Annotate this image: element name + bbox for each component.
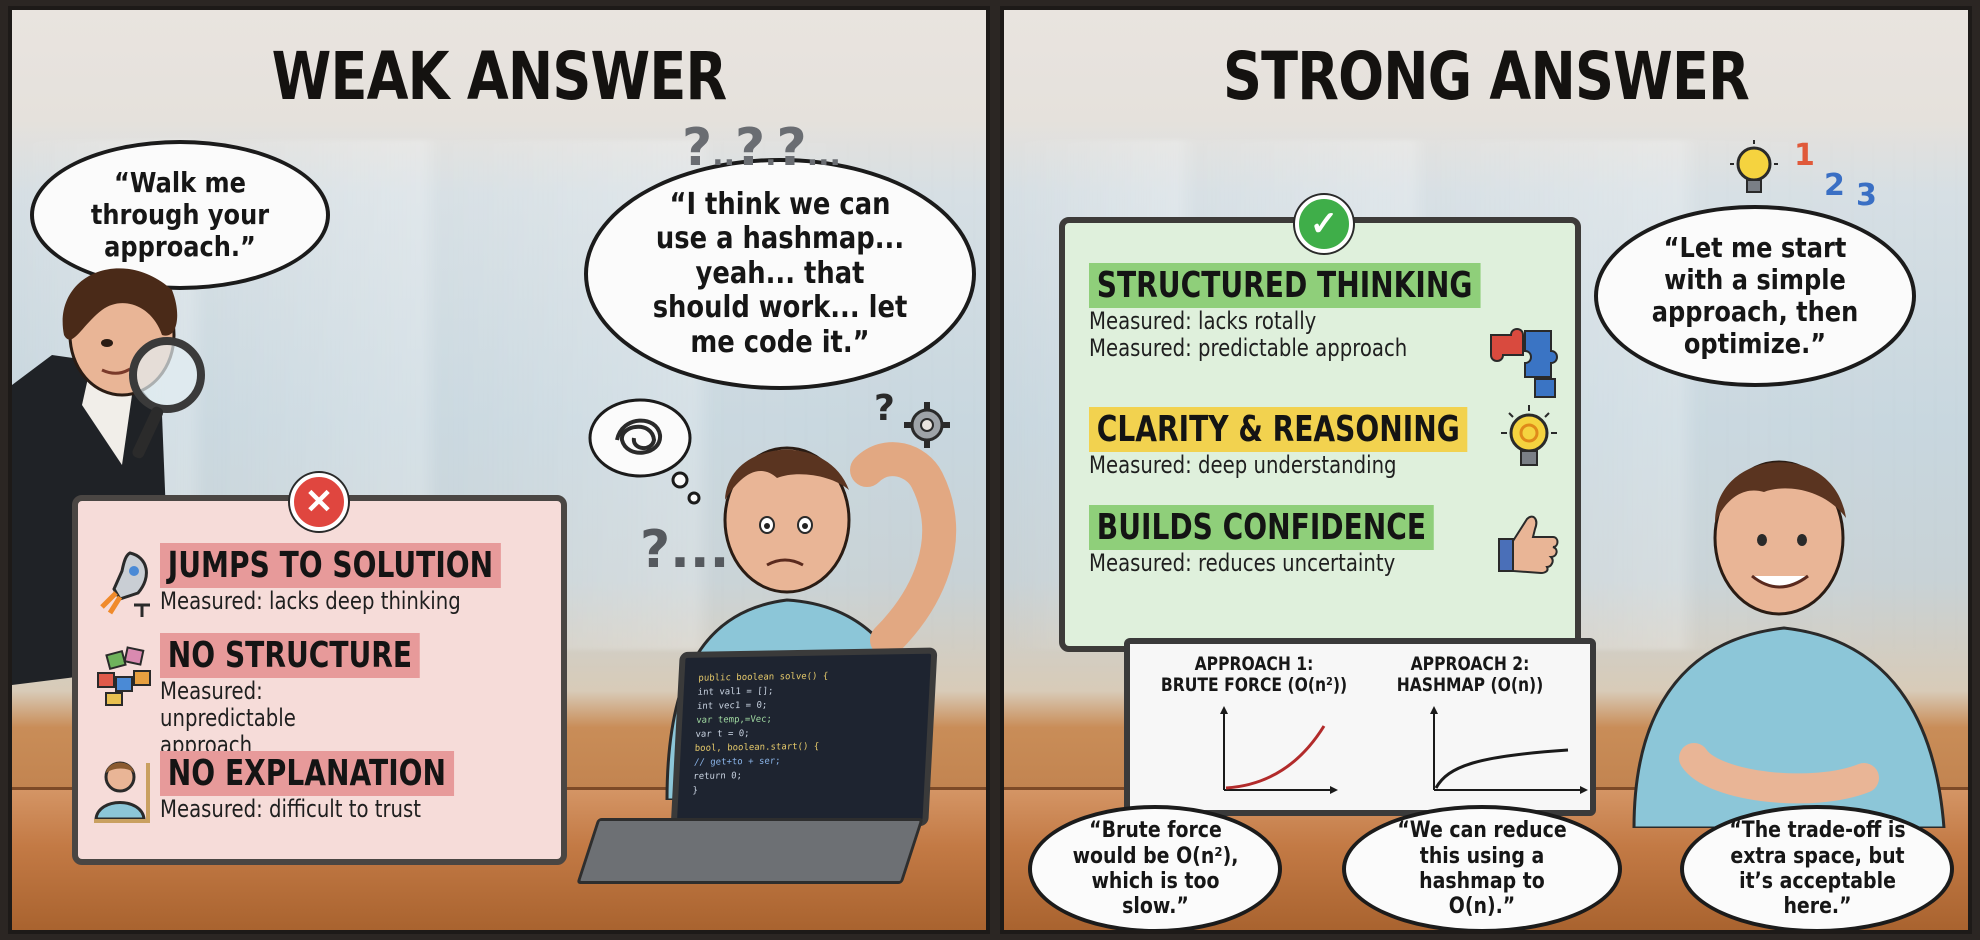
approach-comparison-board: APPROACH 1: BRUTE FORCE (O(n²)) APPROACH…	[1124, 638, 1596, 816]
question-mark-icon: ?	[682, 118, 713, 178]
explanation-bubble: “We can reduce this using a hashmap to O…	[1342, 805, 1622, 930]
person-icon	[94, 761, 150, 823]
criterion-detail: Measured: difficult to trust	[160, 795, 422, 823]
weak-answer-panel: WEAK ANSWER “Walk me through your approa…	[8, 6, 990, 934]
criterion-detail: Measured: predictable approach	[1089, 333, 1408, 362]
tangled-thought-icon	[588, 398, 701, 505]
bubble-text: “Brute force would be O(n²), which is to…	[1072, 818, 1238, 920]
criterion-heading: NO STRUCTURE	[160, 633, 420, 678]
laptop-screen: public boolean solve() { int val1 = []; …	[670, 647, 938, 831]
criterion-heading: JUMPS TO SOLUTION	[160, 543, 501, 588]
criterion-detail: Measured: deep understanding	[1089, 451, 1397, 479]
step-three: 3	[1856, 178, 1877, 213]
criterion-heading: NO EXPLANATION	[160, 751, 454, 796]
criterion-row: CLARITY & REASONING Measured: deep under…	[1089, 407, 1574, 479]
criterion-detail: Measured: unpredictable approach	[160, 677, 296, 759]
question-marks: ?..?.?...	[682, 118, 841, 178]
candidate-quote: “I think we can use a hashmap... yeah...…	[652, 186, 908, 360]
checkmark-icon: ✓	[1295, 195, 1353, 253]
criterion-detail: Measured: reduces uncertainty	[1089, 549, 1396, 577]
confident-candidate-figure	[1632, 460, 1946, 828]
code-snippet: public boolean solve() { int val1 = []; …	[692, 671, 829, 797]
candidate-quote: “Let me start with a simple approach, th…	[1651, 230, 1859, 361]
criterion-detail: Measured: lacks deep thinking	[160, 587, 461, 615]
lightbulb-icon	[1730, 140, 1778, 193]
strong-answer-panel: STRONG ANSWER ✓ STRUCTURED THINKING Meas…	[1000, 6, 1972, 934]
laptop-keyboard	[576, 818, 924, 884]
criterion-detail: Measured: lacks rotally	[1089, 307, 1317, 335]
quadratic-curve	[1225, 725, 1326, 790]
lightbulb-icon	[1501, 405, 1557, 466]
explanation-bubble: “Brute force would be O(n²), which is to…	[1028, 805, 1282, 930]
criterion-heading: BUILDS CONFIDENCE	[1089, 505, 1434, 550]
gear-icon	[904, 402, 950, 448]
brute-force-growth-graph	[1220, 706, 1338, 794]
rocket-icon	[100, 551, 150, 617]
approach-title: APPROACH 1: BRUTE FORCE (O(n²))	[1160, 653, 1348, 696]
panel-title: STRONG ANSWER	[1223, 38, 1750, 115]
question-mark-icon: ?	[734, 118, 766, 178]
step-one: 1	[1794, 138, 1815, 173]
bubble-text: “The trade-off is extra space, but it’s …	[1728, 818, 1906, 920]
panel-title: WEAK ANSWER	[271, 38, 728, 115]
step-two: 2	[1824, 168, 1845, 203]
bubble-text: “We can reduce this using a hashmap to O…	[1397, 818, 1567, 920]
criterion-heading: CLARITY & REASONING	[1089, 407, 1468, 452]
puzzle-icon	[1490, 328, 1558, 398]
linear-curve	[1434, 748, 1569, 789]
hashmap-growth-graph	[1430, 706, 1588, 794]
interviewer-quote: “Walk me through your approach.”	[90, 165, 270, 264]
magnifying-glass-icon	[129, 337, 205, 459]
criterion-row: STRUCTURED THINKING Measured: lacks rota…	[1089, 263, 1591, 362]
candidate-speech-bubble: “Let me start with a simple approach, th…	[1594, 205, 1916, 387]
question-mark-icon: ?	[776, 118, 807, 178]
criterion-heading: STRUCTURED THINKING	[1089, 263, 1481, 308]
thumbs-up-icon	[1498, 515, 1559, 575]
weak-evaluation-board: ✕ JUMPS TO SOLUTION Measured: lacks deep…	[72, 473, 567, 865]
question-mark-icon: ?	[874, 388, 895, 429]
explanation-bubble: “The trade-off is extra space, but it’s …	[1680, 805, 1954, 930]
x-mark-icon: ✕	[290, 473, 348, 531]
approach-title: APPROACH 2: HASHMAP (O(n))	[1396, 653, 1544, 696]
candidate-thought-bubble: “I think we can use a hashmap... yeah...…	[584, 158, 976, 390]
strong-evaluation-board: ✓ STRUCTURED THINKING Measured: lacks ro…	[1059, 195, 1581, 652]
scattered-blocks-icon	[97, 646, 151, 706]
question-mark-ellipsis: ?...	[640, 520, 730, 580]
criterion-row: BUILDS CONFIDENCE Measured: reduces unce…	[1089, 505, 1531, 577]
interviewer-speech-bubble: “Walk me through your approach.”	[30, 140, 330, 290]
